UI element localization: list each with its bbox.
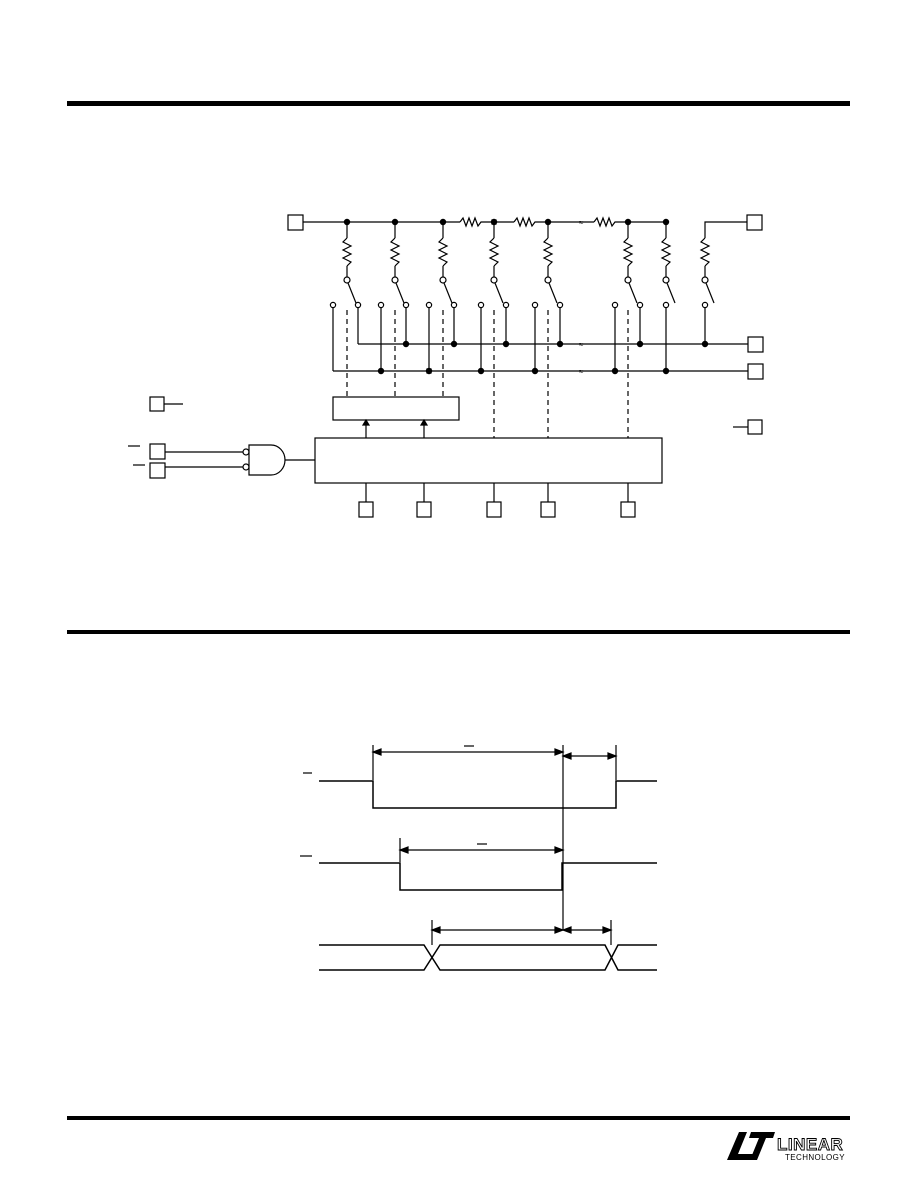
switch-blade: [628, 282, 638, 304]
switch-contact: [450, 301, 458, 309]
tap-resistor: [542, 237, 554, 267]
tap-resistor: [660, 237, 672, 267]
ref-in-pin: [287, 214, 304, 231]
switch-contact: [611, 301, 619, 309]
switch-blade: [395, 282, 405, 304]
timing-dimensions: [371, 745, 618, 934]
tap-resistor: [437, 237, 449, 267]
switch-contact: [502, 301, 510, 309]
switch-pivot: [701, 276, 709, 284]
bus-pins: [358, 483, 636, 518]
switch-blade: [705, 282, 715, 304]
switch-contact: [329, 301, 337, 309]
decoder-block: [332, 396, 460, 421]
timing-diagram: [300, 745, 657, 971]
tap-resistor: [622, 237, 634, 267]
waveform-signal-2: [300, 855, 657, 891]
tap-resistor: [341, 237, 353, 267]
svg-text:≈: ≈: [579, 367, 584, 376]
waveform-data-bus: [319, 944, 657, 971]
switch-contact: [354, 301, 362, 309]
linear-technology-logo-icon: [727, 1132, 775, 1160]
switch-blade: [347, 282, 357, 304]
switch-pivot: [343, 276, 351, 284]
block-diagram: ≈ ≈ ≈: [128, 214, 764, 518]
switch-control-lines: [346, 310, 629, 438]
switch-blade: [443, 282, 453, 304]
switch-contact: [662, 301, 670, 309]
switch-contact: [425, 301, 433, 309]
switch-contact: [556, 301, 564, 309]
logo-brand-sub: TECHNOLOGY: [785, 1153, 845, 1162]
tap-resistor: [389, 237, 401, 267]
switch-blade: [548, 282, 558, 304]
section-rule-top: [67, 101, 850, 106]
and-gate: [248, 444, 286, 476]
switch-pivot: [391, 276, 399, 284]
tap-resistor: [699, 237, 711, 267]
logo-brand-main: LINEAR: [777, 1135, 843, 1154]
switch-pivot: [490, 276, 498, 284]
switch-pivot: [439, 276, 447, 284]
switch-contact: [402, 301, 410, 309]
switch-pivot: [544, 276, 552, 284]
bus-pin-4: [540, 501, 556, 518]
switch-contact: [701, 301, 709, 309]
tap-resistor: [488, 237, 500, 267]
switch-pivot: [624, 276, 632, 284]
linear-technology-logo: LINEAR TECHNOLOGY: [727, 1132, 845, 1162]
switch-blade: [494, 282, 504, 304]
output-buses: ≈ ≈: [333, 340, 748, 376]
svg-text:≈: ≈: [579, 340, 584, 349]
section-rule-middle: [67, 630, 850, 634]
switch-contact: [377, 301, 385, 309]
switch-contact: [477, 301, 485, 309]
switch-pivot: [662, 276, 670, 284]
bus-pin-1: [358, 501, 374, 518]
bus-pin-5: [620, 501, 636, 518]
bus-pin-3: [486, 501, 502, 518]
switch-contact: [636, 301, 644, 309]
out1-pin: [747, 336, 764, 353]
section-rule-bottom: [67, 1116, 850, 1120]
resistor-string: ≈: [303, 216, 629, 228]
input-b-pin: [149, 462, 166, 479]
out2-pin: [747, 363, 764, 380]
switch-contact: [531, 301, 539, 309]
bus-pin-2: [416, 501, 432, 518]
svg-text:≈: ≈: [579, 218, 584, 227]
waveform-signal-1: [303, 772, 657, 809]
switch-blade: [666, 282, 676, 304]
